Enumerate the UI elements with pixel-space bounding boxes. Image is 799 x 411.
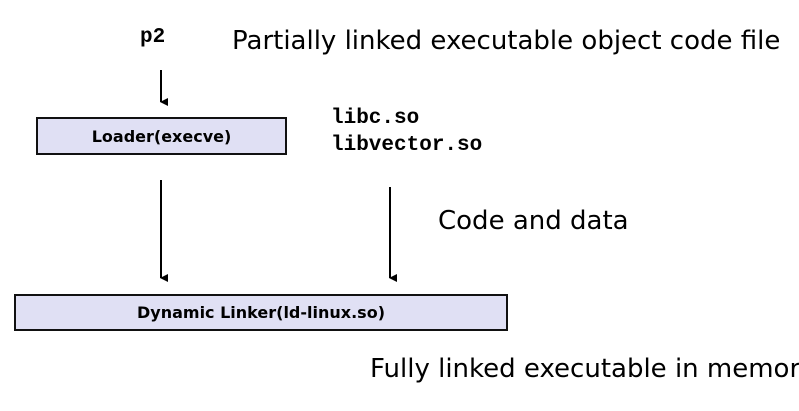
loader-box: Loader(execve): [36, 117, 287, 155]
loader-label: Loader(execve): [91, 126, 232, 146]
caption-code-and-data: Code and data: [438, 206, 629, 236]
input-file-label: p2: [140, 26, 166, 49]
shared-libraries: libc.so libvector.so: [331, 105, 482, 159]
dynamic-linker-box: Dynamic Linker(ld-linux.so): [14, 294, 508, 331]
dynamic-linker-label: Dynamic Linker(ld-linux.so): [137, 303, 385, 322]
caption-fully-linked: Fully linked executable in memory: [370, 354, 799, 384]
caption-partially-linked: Partially linked executable object code …: [232, 26, 781, 56]
library-libc: libc.so: [331, 107, 420, 130]
library-libvector: libvector.so: [331, 134, 483, 157]
